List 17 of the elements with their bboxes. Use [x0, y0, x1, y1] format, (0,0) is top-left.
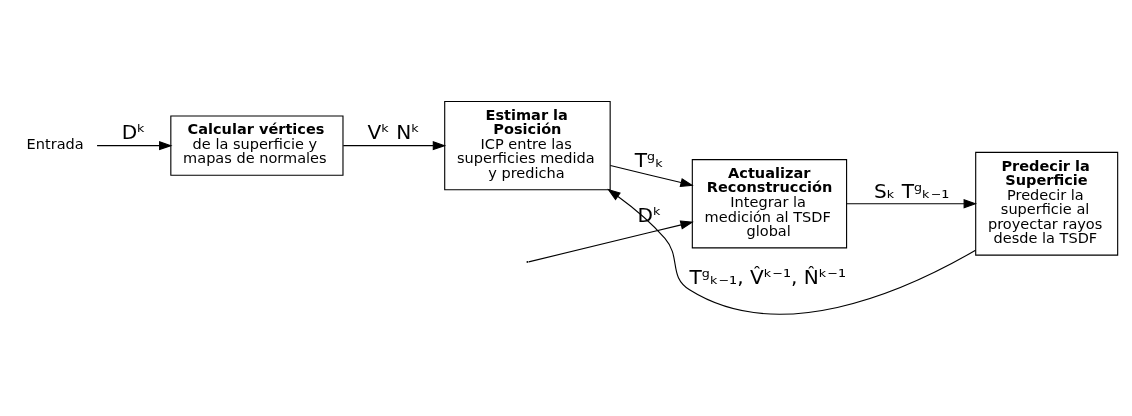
edge-label: Tᵍₖ₋₁, V̂ᵏ⁻¹, N̂ᵏ⁻¹: [689, 264, 847, 289]
edge-label: Dᵏ: [121, 120, 146, 145]
arrow: [342, 140, 447, 151]
arrow: [607, 188, 977, 315]
node-box: Predecir la Superficie Predecir la superficie al proyectar rayos desde la TSDF: [975, 151, 1119, 256]
edge-label: Tᵍₖ: [634, 148, 664, 173]
node-box: Calcular vértices de la superficie y mapas de normales: [170, 115, 344, 176]
edge-label: Dᵏ: [637, 203, 662, 228]
edge-label: Vᵏ Nᵏ: [367, 120, 420, 145]
arrow: [96, 140, 173, 151]
arrow: [528, 220, 694, 263]
node-box: Estimar la Posición ICP entre las superficies medida y predicha: [444, 100, 611, 191]
arrow: [846, 199, 977, 209]
node-box: Actualizar Reconstrucción Integrar la medición al TSDF global: [691, 159, 848, 249]
edge-label: Sₖ Tᵍₖ₋₁: [873, 178, 950, 203]
node-text: Entrada: [26, 136, 84, 153]
arrow: [609, 164, 694, 188]
